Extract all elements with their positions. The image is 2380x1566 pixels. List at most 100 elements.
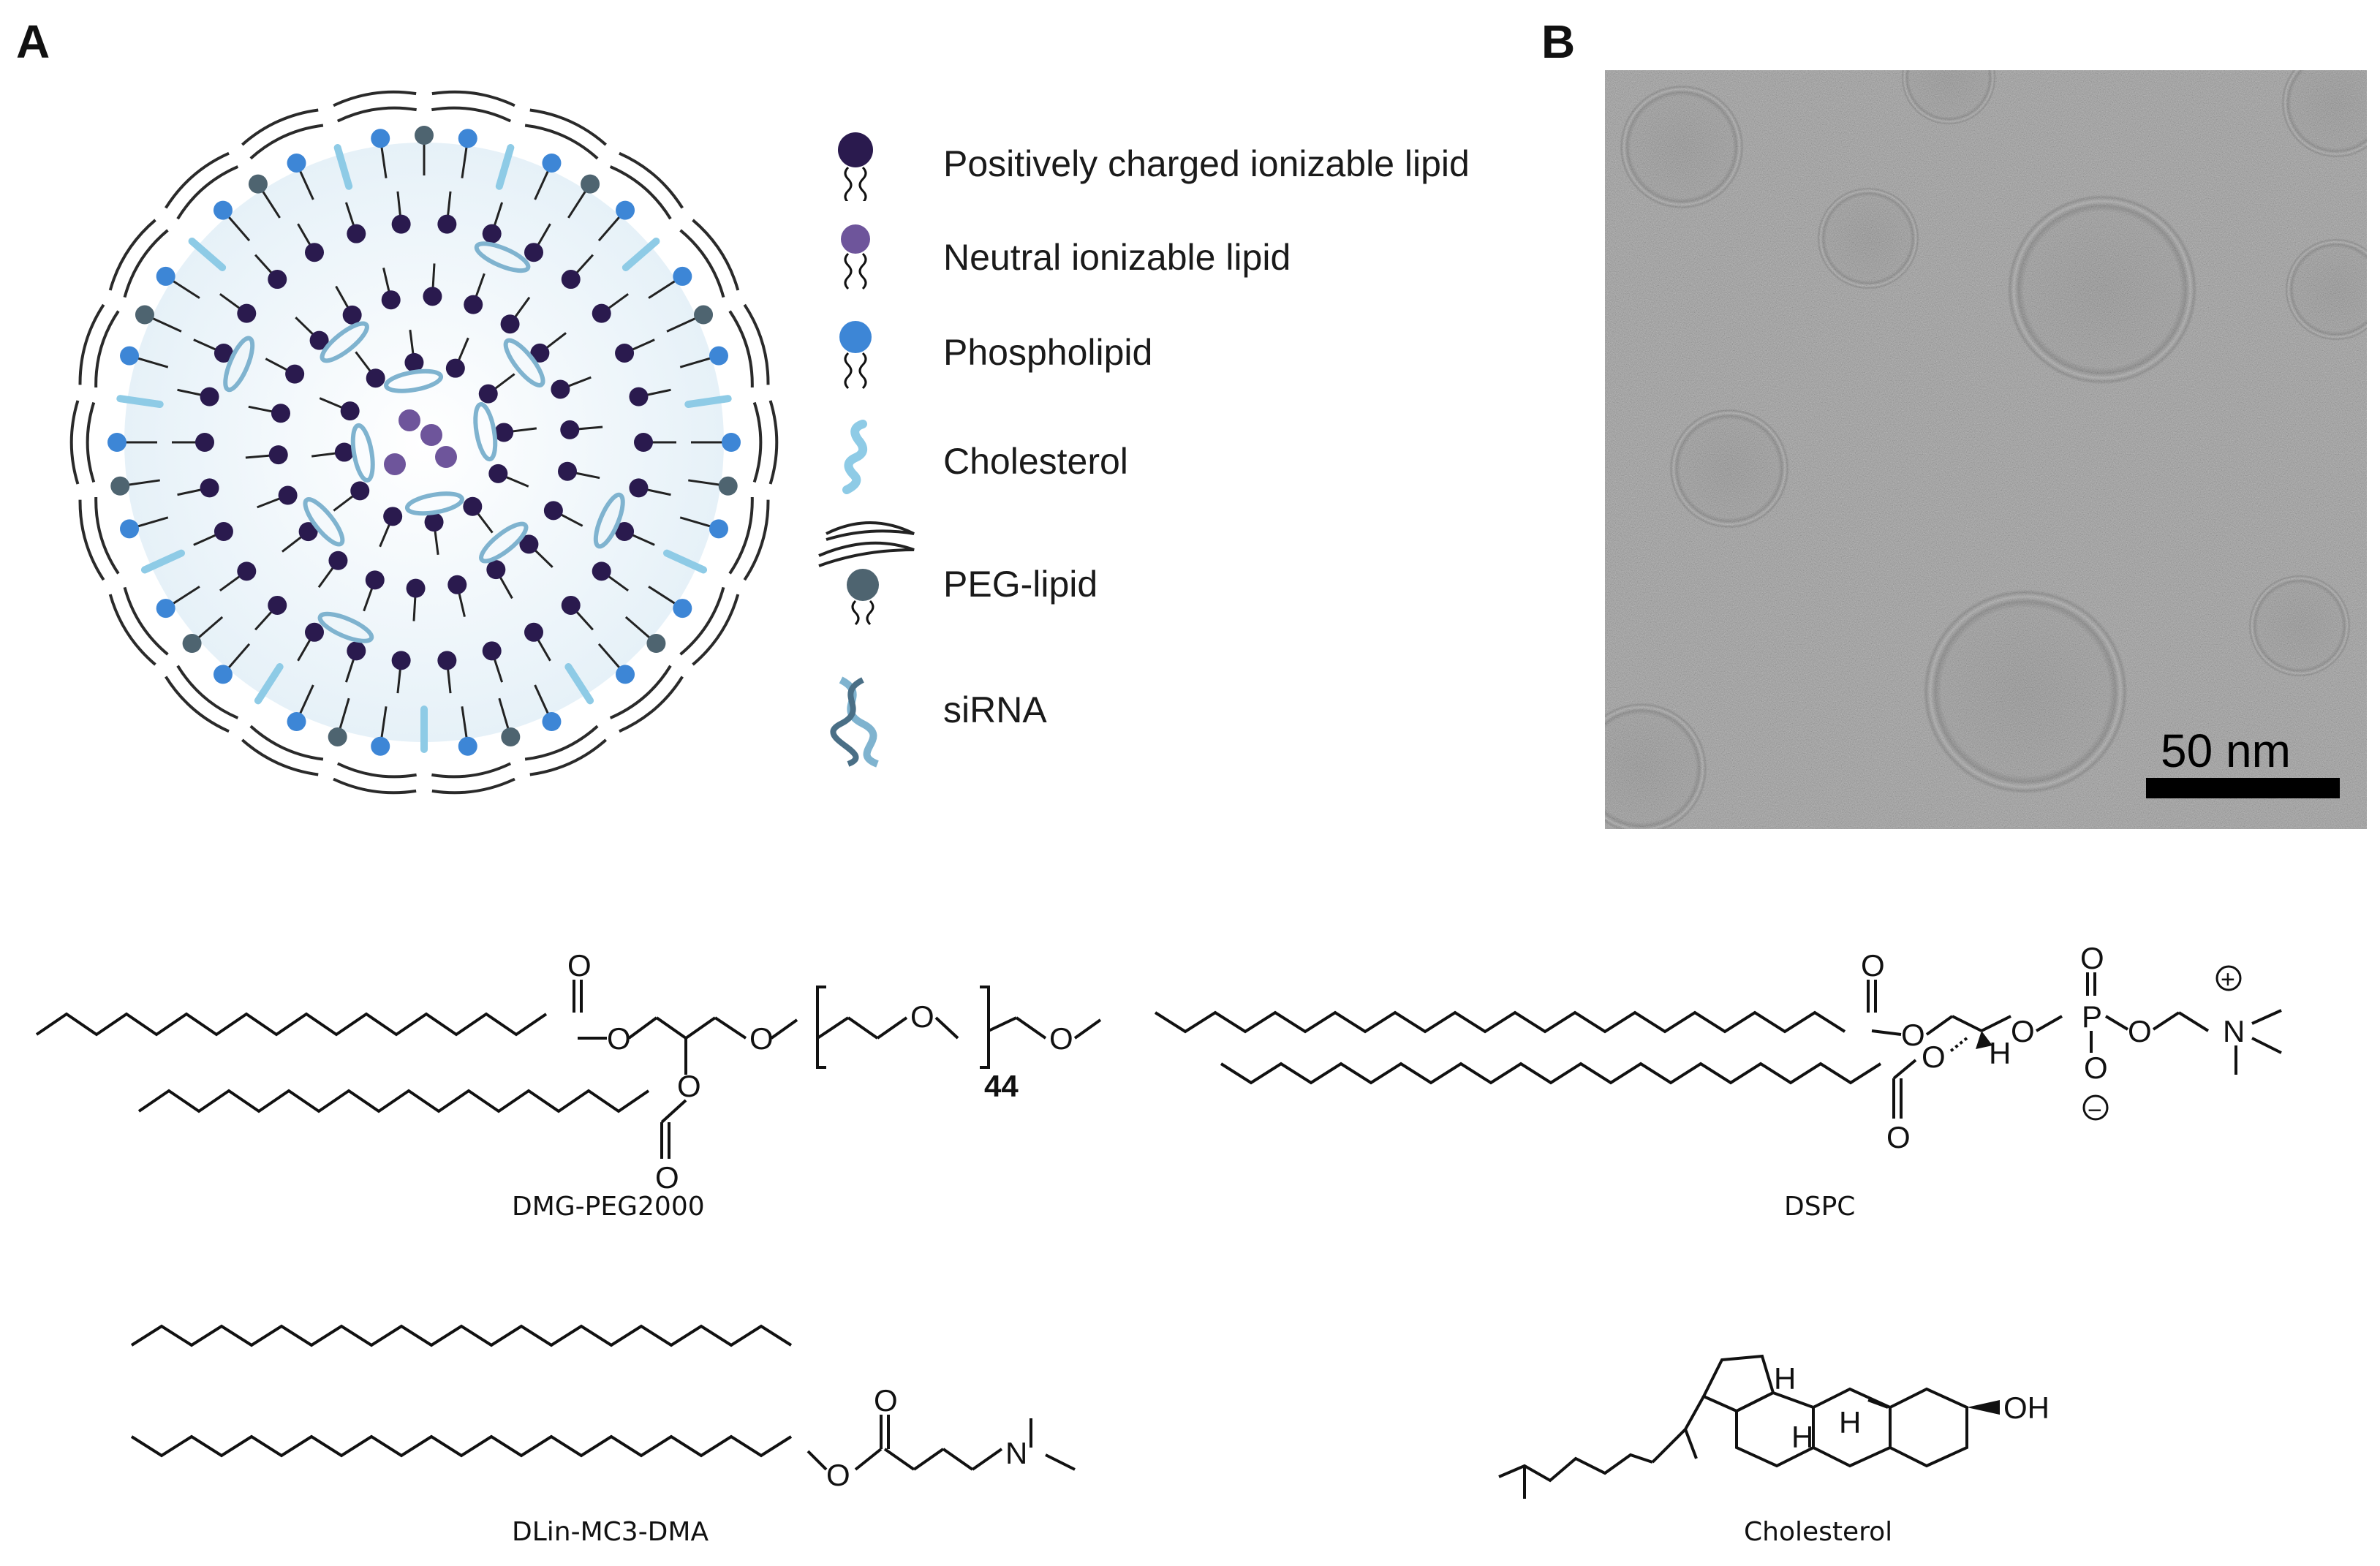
ionizable-lipid-head bbox=[634, 433, 653, 452]
ionizable-lipid-head bbox=[488, 464, 508, 483]
scale-bar-label: 50 nm bbox=[2161, 725, 2291, 777]
peg-chain bbox=[336, 762, 417, 779]
phospholipid-head bbox=[371, 736, 390, 756]
ionizable-lipid-head bbox=[381, 290, 401, 310]
sirna-strand bbox=[303, 497, 345, 547]
lipid-nanoparticle-diagram bbox=[69, 90, 779, 795]
atom-label: H bbox=[1791, 1420, 1813, 1454]
peg-chain bbox=[249, 725, 324, 761]
ionizable-lipid-head bbox=[561, 270, 581, 290]
repeat-count: 44 bbox=[984, 1069, 1019, 1103]
ionizable-lipid-head bbox=[478, 384, 498, 404]
cholesterol-molecule bbox=[188, 237, 227, 271]
ionizable-lipid-head bbox=[482, 641, 502, 661]
ionizable-lipid-head bbox=[268, 445, 288, 465]
ionizable-lipid-head bbox=[445, 358, 465, 378]
peg-chain bbox=[108, 594, 156, 666]
peg-chain bbox=[431, 106, 512, 123]
ionizable-lipid-head bbox=[328, 551, 348, 570]
ionizable-lipid-head bbox=[305, 622, 324, 642]
ionizable-lipid-head bbox=[391, 651, 411, 670]
peg-lipid-head bbox=[110, 476, 130, 496]
peg-lipid-head bbox=[328, 727, 347, 746]
phospholipid-head bbox=[213, 665, 233, 684]
ionizable-lipid-head bbox=[530, 343, 550, 363]
atom-label: O bbox=[826, 1458, 850, 1492]
cholesterol-molecule bbox=[116, 395, 164, 409]
phospholipid-head bbox=[120, 519, 140, 539]
cholesterol-molecule bbox=[622, 237, 660, 271]
peg-chain bbox=[165, 676, 230, 733]
peg-chain bbox=[743, 499, 770, 581]
peg-chain bbox=[108, 219, 156, 291]
ionizable-lipid-head bbox=[305, 243, 324, 262]
ionizable-lipid-head bbox=[592, 561, 611, 581]
peg-chain bbox=[249, 124, 324, 160]
peg-chain bbox=[728, 310, 754, 388]
phospholipid-head bbox=[542, 712, 562, 732]
sirna-icon bbox=[830, 676, 880, 768]
phospholipid-head bbox=[673, 266, 692, 286]
peg-lipid-head bbox=[182, 634, 202, 654]
peg-lipid-head bbox=[581, 174, 600, 194]
neutral-ionizable-lipid-head bbox=[420, 424, 442, 446]
peg-chain bbox=[529, 108, 607, 146]
peg-chain bbox=[94, 496, 120, 575]
phospholipid-head bbox=[709, 346, 728, 366]
atom-label: O bbox=[2084, 1051, 2108, 1085]
peg-chain bbox=[692, 219, 740, 291]
phospholipid-head bbox=[287, 153, 306, 173]
phospholipid-head bbox=[458, 129, 477, 148]
micrograph-noise bbox=[1605, 70, 2367, 829]
peg-chain bbox=[768, 400, 779, 485]
peg-chain bbox=[431, 90, 515, 107]
atom-label: P bbox=[2082, 999, 2102, 1034]
peg-chain bbox=[69, 400, 80, 485]
legend-item: Positively charged ionizable lipid bbox=[819, 121, 1550, 201]
peg-chain bbox=[176, 165, 239, 220]
cholesterol-structure: OH H H H bbox=[1498, 1354, 2050, 1499]
sirna-strand bbox=[474, 241, 531, 273]
peg-chain bbox=[524, 725, 599, 761]
ionizable-lipid-head bbox=[482, 224, 502, 243]
lipid-tail bbox=[130, 1324, 793, 1347]
legend-label: Cholesterol bbox=[943, 441, 1128, 482]
ionizable-lipid-head bbox=[350, 481, 370, 501]
phospholipid-head bbox=[709, 519, 728, 539]
structure-name-dspc: DSPC bbox=[1784, 1192, 1856, 1222]
ionizable-lipid-head bbox=[365, 570, 385, 590]
peg-chain bbox=[123, 229, 169, 298]
peg-chain bbox=[176, 665, 239, 719]
phospholipid-head bbox=[616, 665, 635, 684]
ionizable-lipid-head bbox=[551, 379, 570, 399]
ionizable-lipid-head bbox=[404, 352, 424, 372]
ionizable-lipid-head bbox=[615, 343, 635, 363]
peg-lipid-head bbox=[135, 305, 154, 325]
peg-chain bbox=[752, 401, 763, 483]
peg-lipid-head bbox=[718, 476, 738, 496]
atom-label: O bbox=[1922, 1040, 1946, 1074]
peg-chain bbox=[529, 738, 607, 776]
legend-label: PEG-lipid bbox=[943, 564, 1098, 605]
atom-label: H bbox=[1774, 1361, 1796, 1396]
peg-chain bbox=[743, 303, 770, 385]
ionizable-lipid-head bbox=[500, 314, 520, 334]
cholesterol-molecule bbox=[333, 144, 353, 190]
ionizable-lipid-head bbox=[200, 387, 219, 406]
phospholipid-icon bbox=[839, 321, 872, 390]
phospholipid-head bbox=[673, 599, 692, 619]
cholesterol-molecule bbox=[663, 549, 708, 574]
sirna-strand bbox=[317, 611, 374, 643]
phospholipid-head bbox=[213, 200, 233, 220]
ionizable-lipid-head bbox=[195, 433, 214, 452]
legend-item: Cholesterol bbox=[819, 417, 1550, 497]
ionizable-lipid-head bbox=[629, 387, 649, 406]
sirna-strand bbox=[503, 338, 545, 387]
phospholipid-head bbox=[120, 346, 140, 366]
ionizable-lipid-head bbox=[334, 442, 354, 462]
inner-lipid-layers bbox=[172, 191, 676, 694]
sirna-strand bbox=[384, 368, 444, 393]
phospholipid-head bbox=[371, 129, 390, 148]
sirna-strand bbox=[223, 336, 255, 393]
peg-chain bbox=[336, 106, 417, 123]
